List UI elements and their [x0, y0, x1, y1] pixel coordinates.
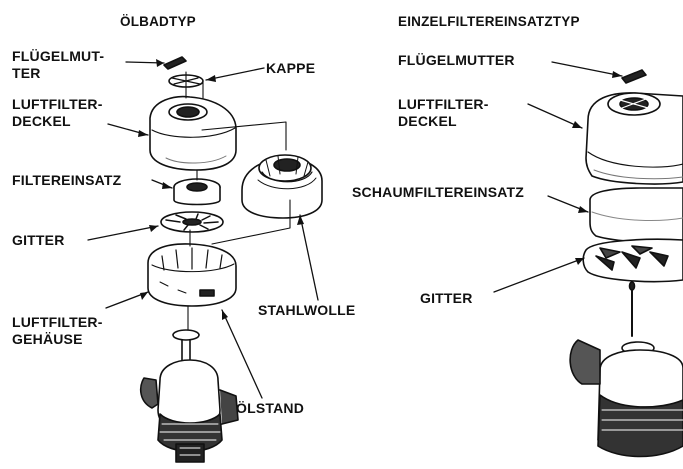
- left-label-cover: LUFTFILTER- DECKEL: [12, 96, 103, 130]
- left-steel-wool-part: [242, 155, 322, 218]
- left-grid-part: [161, 212, 223, 232]
- right-label-grid: GITTER: [420, 290, 473, 307]
- left-label-cap: KAPPE: [266, 60, 315, 77]
- right-diagram-title: EINZELFILTEREINSATZTYP: [398, 13, 580, 30]
- right-grid-part: [583, 239, 683, 281]
- left-label-filter-element: FILTEREINSATZ: [12, 172, 121, 189]
- left-engine-part: [141, 330, 238, 462]
- left-label-oil-level: ÖLSTAND: [236, 400, 304, 417]
- right-label-cover: LUFTFILTER- DECKEL: [398, 96, 489, 130]
- left-filter-element-part: [174, 179, 220, 205]
- right-foam-element-part: [590, 188, 683, 242]
- left-label-steel-wool: STAHLWOLLE: [258, 302, 355, 319]
- left-label-housing: LUFTFILTER- GEHÄUSE: [12, 314, 103, 348]
- left-wing-nut-part: [164, 57, 186, 69]
- left-label-grid: GITTER: [12, 232, 65, 249]
- right-wing-nut-part: [622, 70, 646, 83]
- right-cover-part: [586, 93, 683, 184]
- left-label-wing-nut: FLÜGELMUT- TER: [12, 48, 104, 82]
- right-label-foam-element: SCHAUMFILTEREINSATZ: [352, 184, 524, 201]
- left-diagram-title: ÖLBADTYP: [120, 13, 196, 30]
- right-engine-part: [570, 282, 683, 457]
- left-housing-part: [148, 244, 236, 306]
- left-cover-part: [150, 97, 236, 170]
- right-label-wing-nut: FLÜGELMUTTER: [398, 52, 515, 69]
